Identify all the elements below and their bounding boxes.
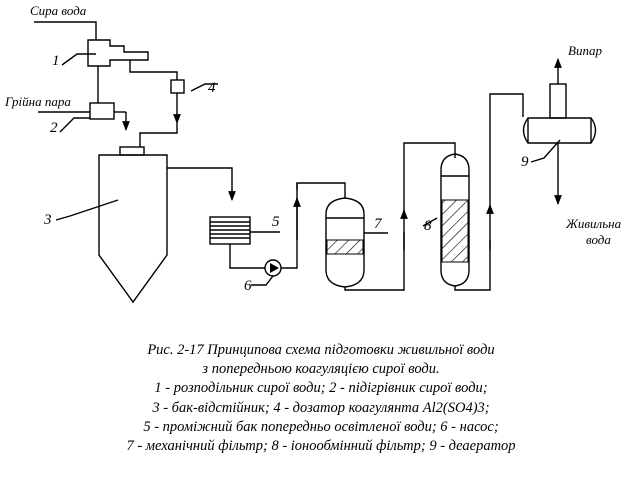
raw-water-label: Сира вода xyxy=(30,3,87,18)
mech-filter-feed-line xyxy=(296,182,346,198)
mech-filter-media xyxy=(326,239,364,255)
figure-caption: Рис. 2-17 Принципова схема підготовки жи… xyxy=(0,341,642,456)
settling-tank xyxy=(98,154,168,304)
number-4: 4 xyxy=(208,80,216,96)
leader-6 xyxy=(251,275,274,286)
leader-9 xyxy=(530,139,561,163)
number-7: 7 xyxy=(374,216,383,232)
deaerator-feed-line xyxy=(489,93,524,210)
number-1: 1 xyxy=(52,53,60,69)
number-9: 9 xyxy=(521,154,529,170)
feed-water-label-line2: вода xyxy=(586,232,611,247)
caption-legend-line-4: 7 - механічний фільтр; 8 - іонообмінний … xyxy=(126,438,516,455)
number-8: 8 xyxy=(424,218,432,234)
ion-filter-feed-line xyxy=(403,142,456,215)
distributor-to-dosing-line xyxy=(129,60,178,80)
leader-1 xyxy=(61,53,96,66)
pump-triangle xyxy=(270,263,279,273)
heating-steam-label: Грійна пара xyxy=(4,94,71,109)
ion-exchange-filter xyxy=(440,153,470,287)
dosing-to-tank-line xyxy=(139,123,178,147)
coagulant-dosing-unit xyxy=(170,79,185,94)
leader-3 xyxy=(55,199,119,221)
process-flow-diagram: Сира вода Грійна пара Випар Живильна вод… xyxy=(4,3,622,304)
caption-legend-line-3: 5 - проміжний бак попередньо освітленої … xyxy=(143,418,499,435)
pump-to-mech-filter-line xyxy=(281,183,298,269)
mech-filter-to-ion-line xyxy=(344,232,405,291)
number-6: 6 xyxy=(244,278,252,294)
buffer-to-pump-line xyxy=(229,244,265,269)
ion-filter-to-deaerator-line xyxy=(454,240,491,291)
caption-title-line-2: з попередньою коагуляцією сирої води. xyxy=(202,361,440,378)
leader-2 xyxy=(59,117,90,133)
raw-water-heater xyxy=(89,102,115,120)
leader-8 xyxy=(422,217,438,227)
number-2: 2 xyxy=(50,120,58,136)
raw-water-distributor xyxy=(87,39,149,67)
caption-legend-line-2: 3 - бак-відстійник; 4 - дозатор коагулян… xyxy=(152,399,490,416)
caption-legend-line-1: 1 - розподільник сирої води; 2 - підігрі… xyxy=(154,380,488,397)
leader-4 xyxy=(190,83,218,92)
tank-to-buffer-line xyxy=(167,167,236,201)
number-3: 3 xyxy=(43,212,52,228)
raw-water-line xyxy=(34,21,97,40)
caption-title-line-1: Рис. 2-17 Принципова схема підготовки жи… xyxy=(147,342,495,358)
ion-filter-media xyxy=(441,199,469,263)
deaerator-column xyxy=(549,83,567,119)
mechanical-filter xyxy=(325,197,365,288)
deaerator-tank xyxy=(522,117,597,144)
vapor-label: Випар xyxy=(568,43,602,58)
settling-tank-inlet xyxy=(119,146,145,156)
number-5: 5 xyxy=(272,214,280,230)
feed-water-label-line1: Живильна xyxy=(565,216,622,231)
